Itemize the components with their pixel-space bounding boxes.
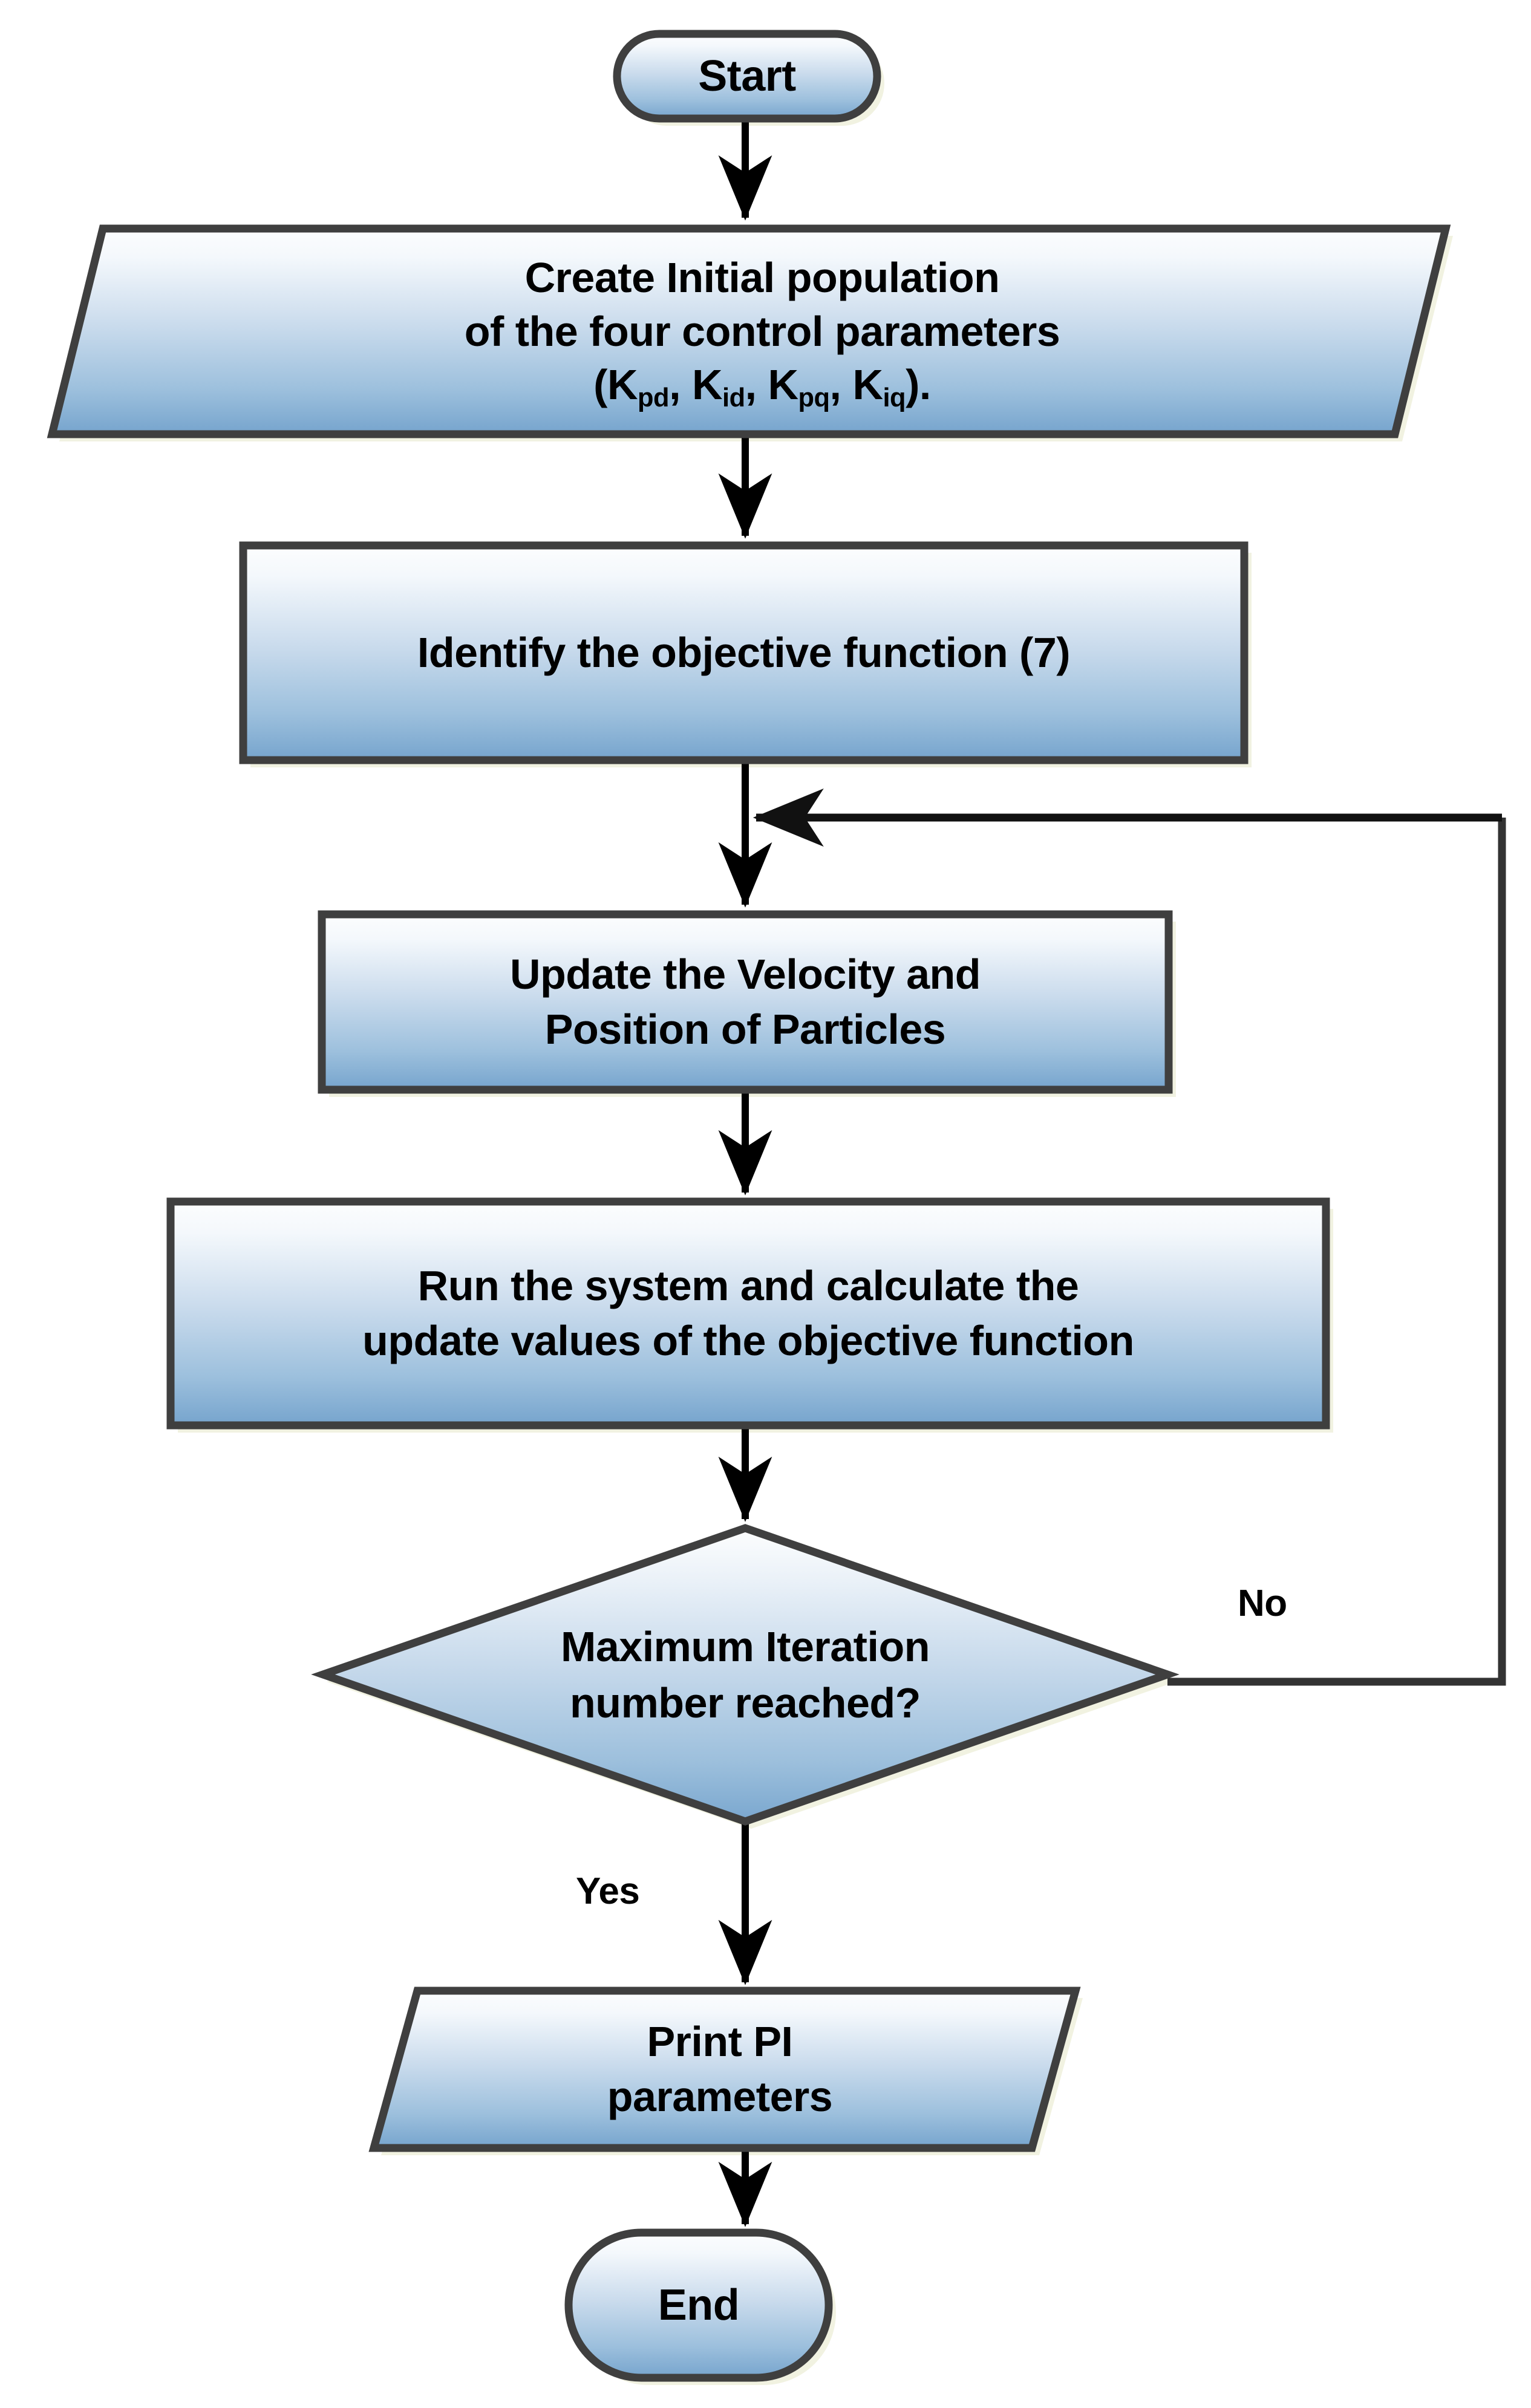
edge-decision-no-loop [1167, 818, 1506, 1686]
no-text: No [1238, 1583, 1287, 1624]
node-start-shape [613, 30, 881, 123]
yes-text: Yes [576, 1870, 640, 1912]
node-print-pi-shape [368, 1987, 1081, 2152]
node-max-iteration-shape [311, 1524, 1180, 1826]
node-identify-objective-shape [239, 541, 1249, 764]
node-run-system-shape [166, 1197, 1330, 1430]
node-create-population-shape [47, 224, 1451, 438]
edge-label-yes: Yes [576, 1870, 640, 1913]
edge-label-no: No [1238, 1582, 1287, 1625]
node-update-velocity-shape [318, 910, 1173, 1094]
node-end-shape [564, 2228, 833, 2382]
